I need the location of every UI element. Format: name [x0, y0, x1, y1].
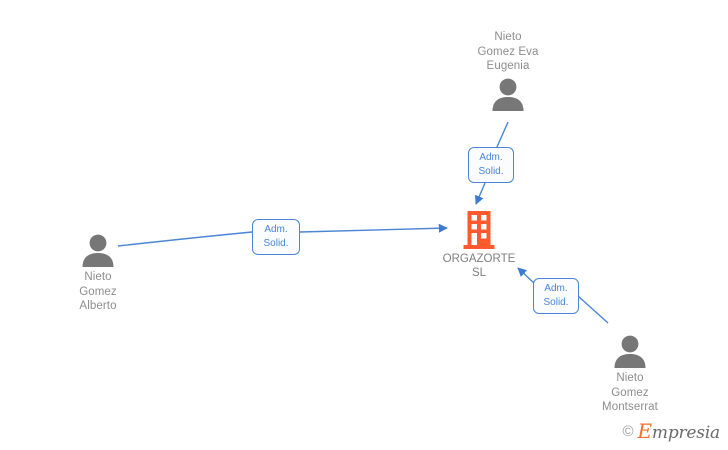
building-icon	[463, 211, 495, 249]
person-label-eva: Nieto Gomez Eva Eugenia	[477, 31, 539, 72]
edge-box-to-company-left	[299, 223, 448, 233]
person-label-alberto: Nieto Gomez Alberto	[79, 271, 117, 312]
edge-alberto-to-box	[117, 231, 253, 247]
brand-wordmark: Empresia	[638, 421, 721, 442]
company-node-orgazorte[interactable]: ORGAZORTE SL	[409, 210, 549, 280]
edge-eva-to-box	[496, 121, 509, 148]
person-node-alberto[interactable]: Nieto Gomez Alberto	[38, 233, 158, 314]
person-node-eva[interactable]: Nieto Gomez Eva Eugenia	[448, 30, 568, 111]
person-label-montserrat: Nieto Gomez Montserrat	[602, 372, 658, 413]
brand-rest: mpresia	[651, 423, 720, 443]
relation-label-montserrat[interactable]: Adm. Solid.	[533, 278, 579, 314]
empresia-watermark: © Empresia	[622, 421, 720, 442]
relation-label-eva[interactable]: Adm. Solid.	[468, 147, 514, 183]
edge-montserrat-to-box	[577, 295, 609, 324]
company-label: ORGAZORTE SL	[442, 253, 516, 279]
copyright-icon: ©	[622, 423, 634, 440]
edge-box-to-company-top	[475, 182, 486, 205]
person-node-montserrat[interactable]: Nieto Gomez Montserrat	[570, 334, 690, 415]
brand-initial: E	[637, 419, 653, 443]
person-icon	[82, 234, 114, 267]
relation-label-alberto[interactable]: Adm. Solid.	[252, 219, 300, 255]
person-icon	[492, 78, 524, 111]
person-icon	[614, 335, 646, 368]
